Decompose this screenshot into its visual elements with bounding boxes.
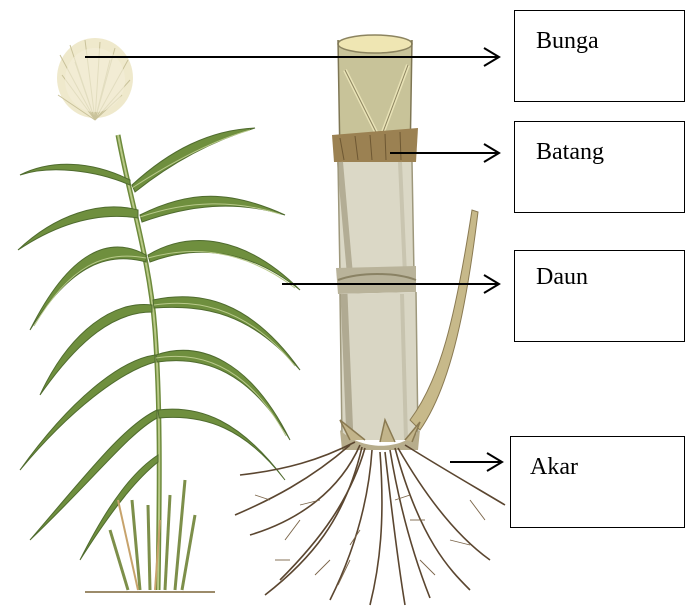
roots-illustration — [235, 442, 505, 605]
stem-section-illustration — [235, 35, 505, 605]
arrow-flower — [85, 48, 499, 66]
label-flower: Bunga — [536, 28, 599, 55]
label-root: Akar — [530, 454, 578, 481]
whole-plant-illustration — [18, 38, 300, 592]
arrow-root — [450, 453, 502, 471]
side-shoot — [410, 210, 478, 430]
tassel-illustration — [57, 38, 133, 120]
label-box-stem — [514, 121, 685, 213]
label-box-root — [510, 436, 685, 528]
label-leaf: Daun — [536, 264, 588, 291]
label-stem: Batang — [536, 139, 604, 166]
label-box-flower — [514, 10, 685, 102]
stem-cut-surface — [338, 35, 412, 53]
